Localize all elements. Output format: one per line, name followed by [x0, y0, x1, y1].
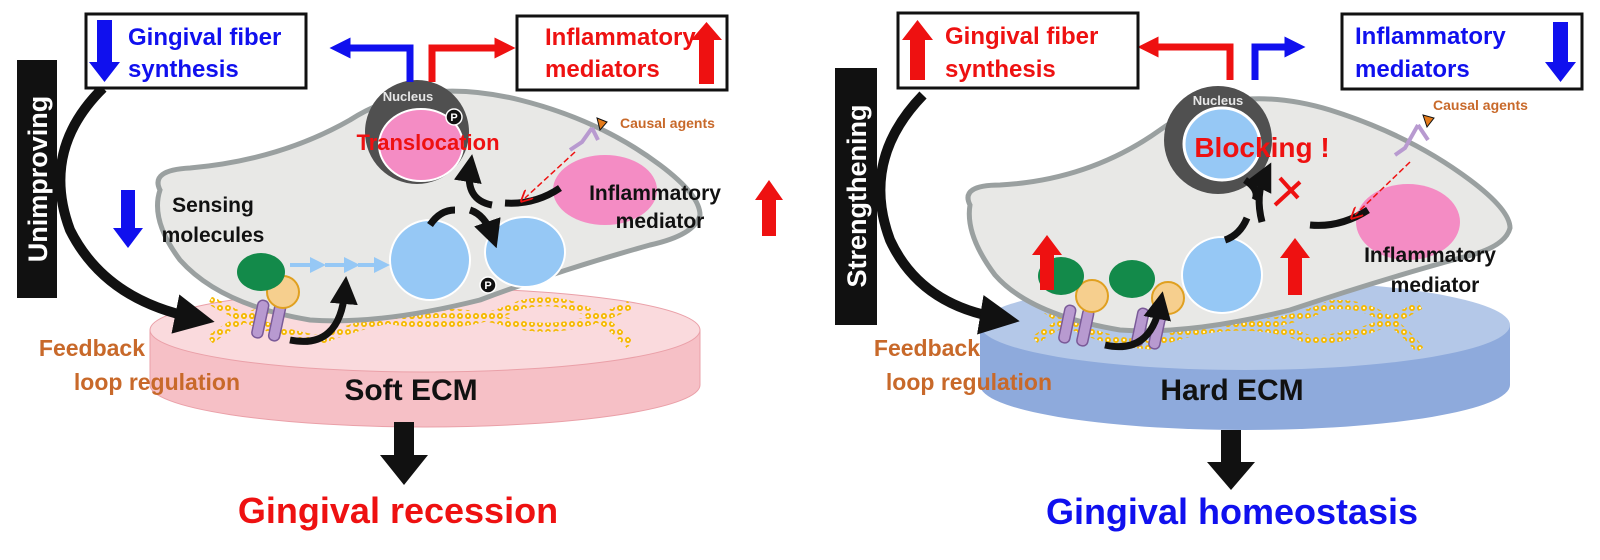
nucleus-label: Nucleus [1193, 93, 1244, 108]
fiber-synthesis-line1: Gingival fiber [128, 24, 281, 51]
outcome-gingival-recession: Gingival recession [238, 490, 558, 531]
gingival-fiber-box [896, 11, 1140, 90]
transcription-factor [1181, 236, 1263, 314]
cell-body [965, 96, 1513, 334]
arrow-down-icon [1545, 22, 1576, 82]
outcome-gingival-homeostasis: Gingival homeostasis [1046, 491, 1418, 532]
feedback-line2: loop regulation [886, 369, 1052, 395]
side-label-bg [17, 60, 57, 298]
sensing-molecules-line1: Sensing [172, 194, 254, 217]
connector-to-fiber-synthesis [329, 37, 414, 82]
side-label-unimproving: Unimproving [23, 96, 53, 263]
connector-to-mediators [1251, 36, 1306, 80]
inflammatory-mediator-line2: mediator [616, 210, 705, 233]
ecm-label-soft: Soft ECM [344, 374, 477, 407]
causal-agents-label: Causal agents [620, 115, 715, 131]
outcome-arrow-icon [380, 422, 428, 485]
nucleus [1164, 86, 1272, 194]
phospho-label: P [450, 112, 457, 124]
nucleus-label: Nucleus [383, 89, 434, 104]
inflammatory-mediators-box [515, 14, 729, 92]
nucleus [365, 80, 469, 184]
arrow-up-icon [1280, 238, 1310, 295]
arrow-up-icon [691, 22, 722, 84]
inflammatory-mediator-blob [1356, 184, 1460, 260]
transcription-factor-phosphorylated [484, 216, 566, 288]
side-label-bg [835, 68, 877, 325]
causal-agents-label: Causal agents [1433, 97, 1528, 113]
feedback-loop-arrow [55, 84, 215, 334]
inflammatory-mediators-box [1340, 12, 1584, 91]
phospho-label: P [484, 280, 491, 292]
arrow-up-icon [902, 20, 933, 80]
causal-agent-icon [525, 117, 608, 198]
right-panel: Gingival fiber synthesis Inflammatory me… [835, 11, 1584, 532]
blocking-inhibitor-icon [1273, 176, 1302, 207]
side-label-strengthening: Strengthening [842, 105, 872, 288]
ecm-label-hard: Hard ECM [1160, 374, 1303, 407]
arrow-up-icon [755, 180, 783, 236]
translocation-label: Translocation [356, 130, 499, 155]
arrow-down-icon [89, 20, 120, 82]
outcome-arrow-icon [1207, 430, 1255, 490]
fiber-synthesis-line2: synthesis [945, 56, 1056, 83]
feedback-loop-arrow [875, 91, 1020, 335]
mediators-line1: Inflammatory [1355, 23, 1506, 50]
phospho-badge [445, 108, 463, 126]
pathway-arrows [289, 154, 562, 345]
inflammatory-mediator-line2: mediator [1391, 274, 1480, 297]
causal-agent-icon [1355, 114, 1435, 215]
left-panel: P P [17, 12, 783, 531]
connector-to-fiber-synthesis [1137, 36, 1234, 80]
arrow-down-icon [113, 190, 143, 248]
gingival-fiber-box [84, 12, 308, 90]
connector-to-mediators [428, 37, 516, 82]
mediators-line2: mediators [545, 56, 660, 83]
fiber-synthesis-line2: synthesis [128, 56, 239, 83]
phospho-badge [479, 276, 497, 294]
transcription-factor [389, 219, 471, 301]
inflammatory-mediator-blob [553, 155, 657, 225]
feedback-line1: Feedback [874, 335, 980, 361]
arrow-up-icon [1032, 235, 1062, 290]
inflammatory-mediator-line1: Inflammatory [589, 182, 721, 205]
blocking-label: Blocking ! [1194, 132, 1329, 163]
mediators-line1: Inflammatory [545, 24, 696, 51]
inflammatory-mediator-line1: Inflammatory [1364, 244, 1496, 267]
sensing-molecules-line2: molecules [162, 224, 265, 247]
mediators-line2: mediators [1355, 56, 1470, 83]
receptor [237, 253, 300, 342]
fiber-synthesis-line1: Gingival fiber [945, 23, 1098, 50]
feedback-line1: Feedback [39, 335, 145, 361]
feedback-line2: loop regulation [74, 369, 240, 395]
